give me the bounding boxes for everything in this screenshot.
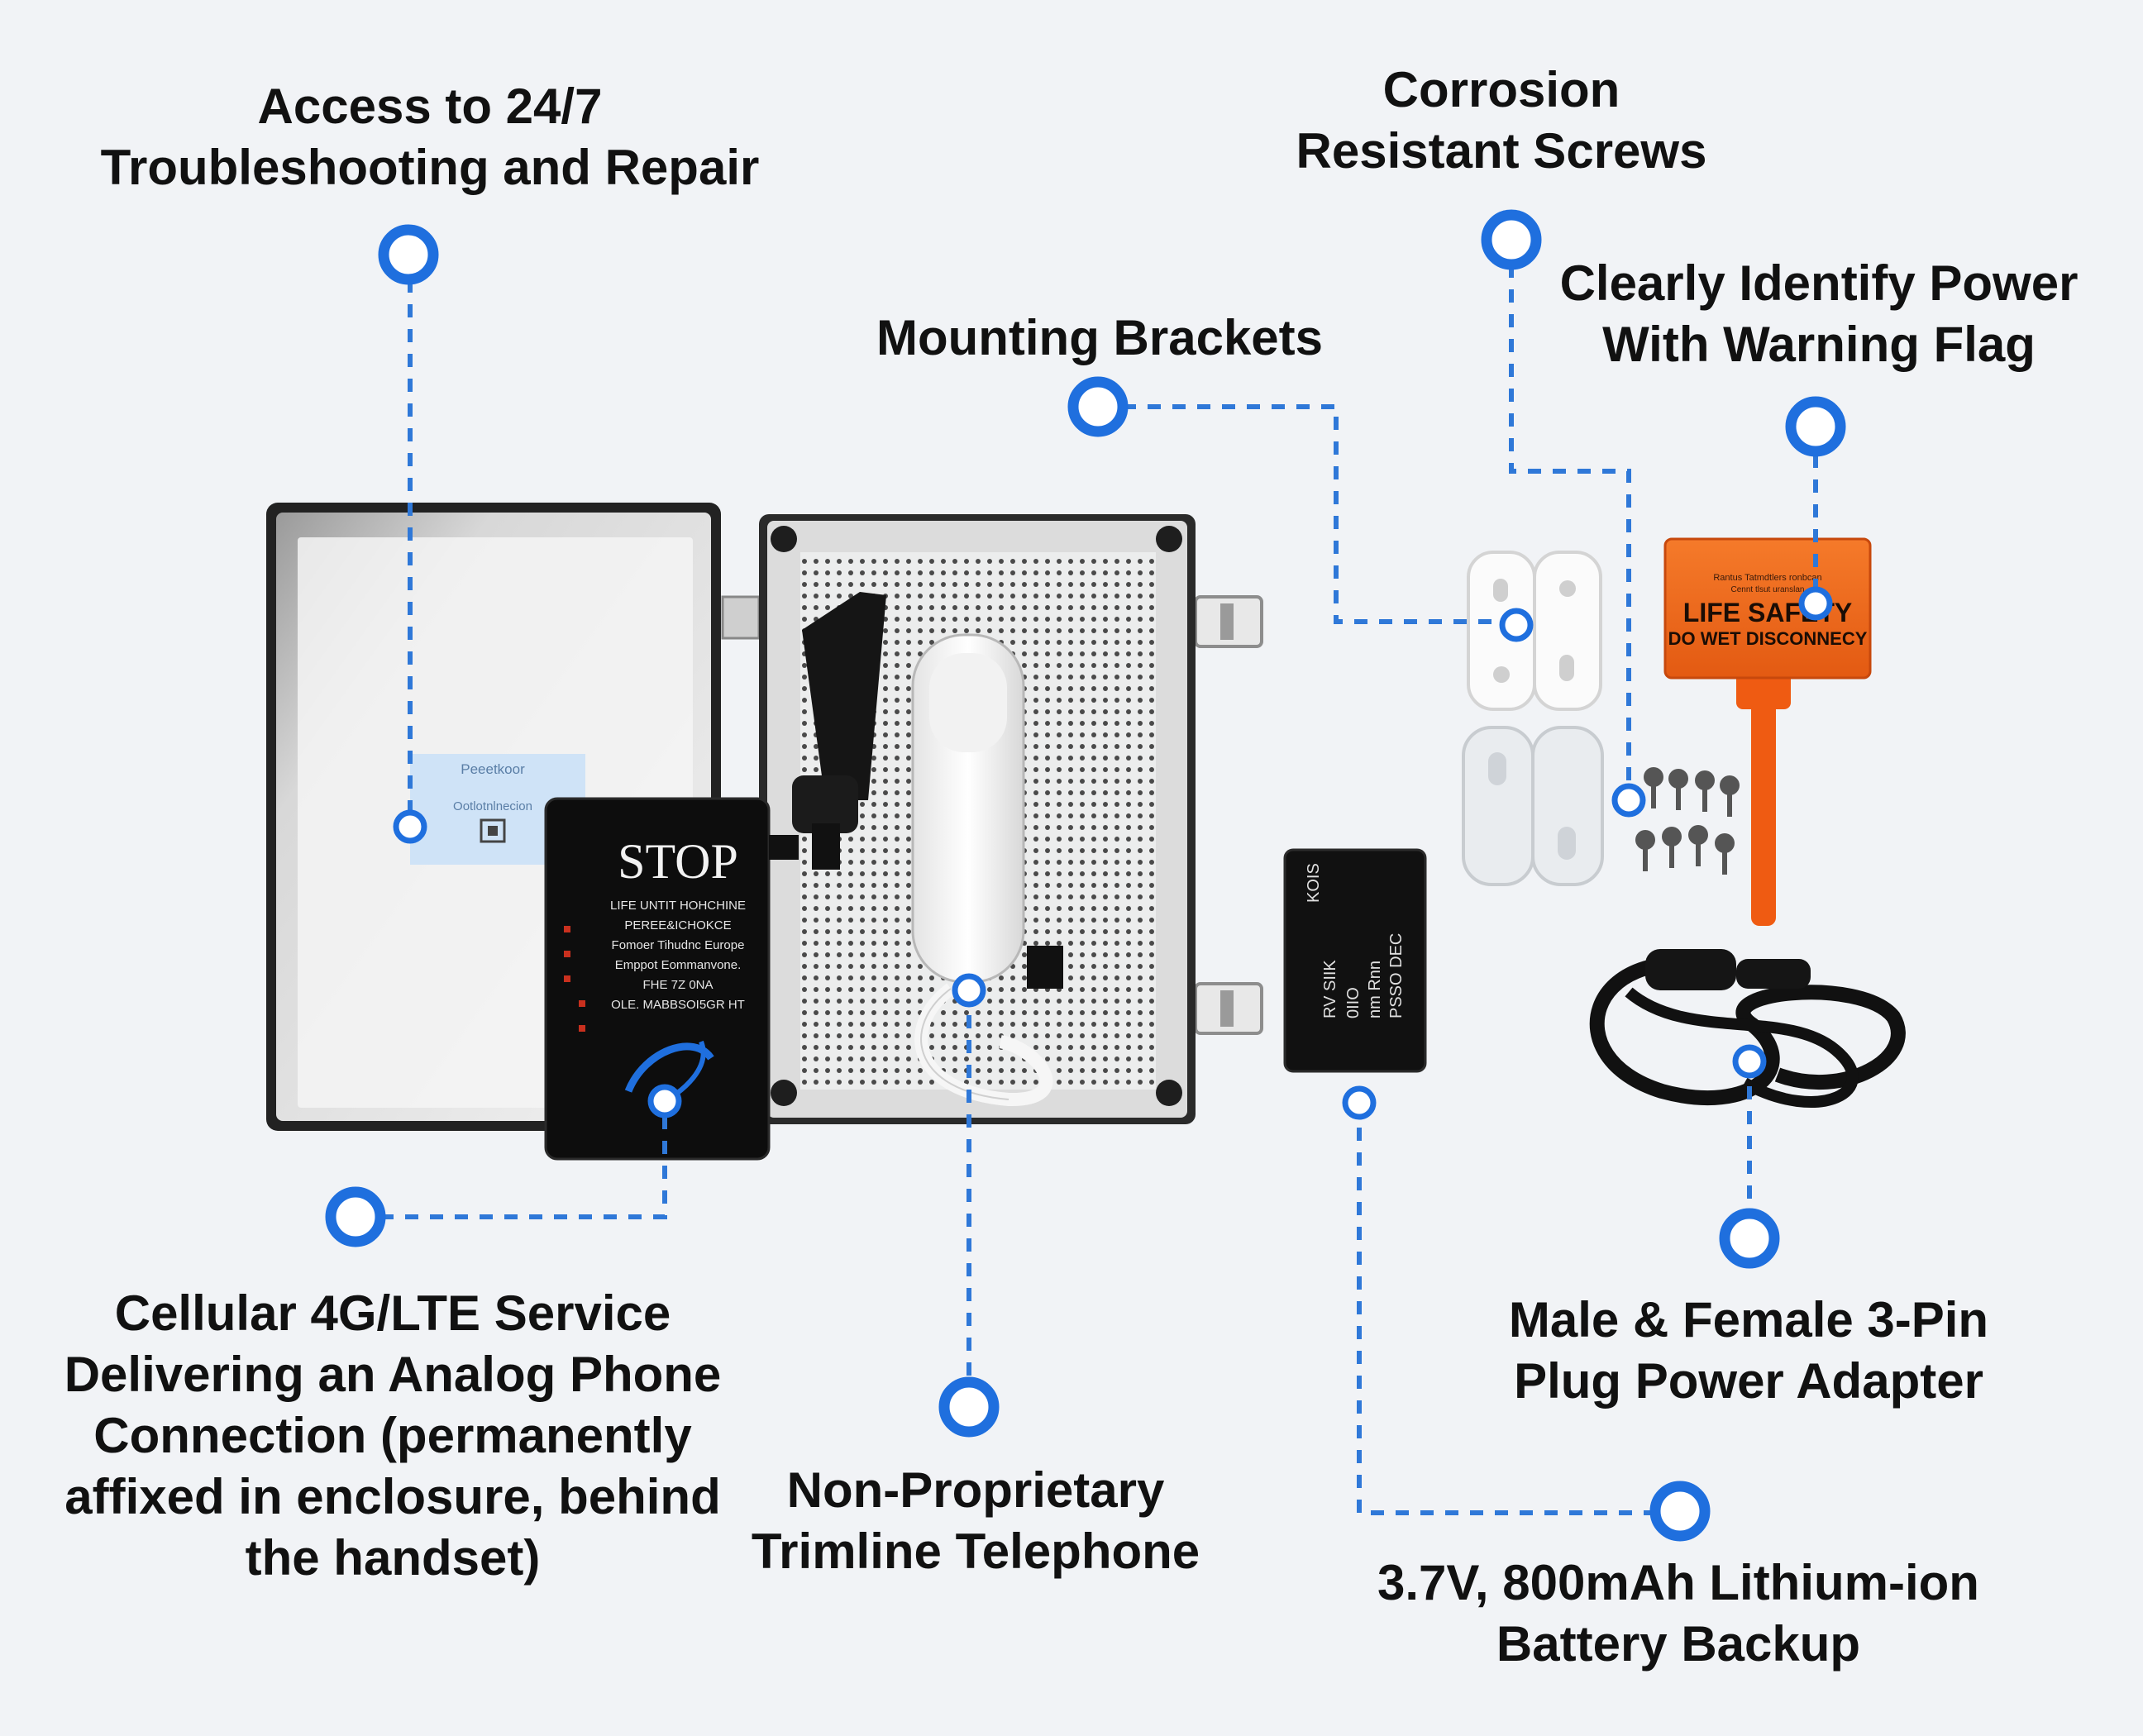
marker-adapter-end bbox=[1732, 1044, 1767, 1079]
marker-troubleshooting-end bbox=[393, 809, 427, 844]
warning-flag: Rantus Tatmdtlers ronbcan Cennt tlsut ur… bbox=[1663, 537, 1872, 926]
label-telephone-line-1: Non-Proprietary bbox=[786, 1462, 1165, 1518]
label-battery: 3.7V, 800mAh Lithium-ion Battery Backup bbox=[1339, 1552, 2017, 1675]
power-adapter bbox=[1589, 949, 1906, 1108]
battery-line-2: RV SIIK bbox=[1321, 960, 1339, 1018]
callout-markers bbox=[325, 209, 1846, 1542]
label-warning-flag: Clearly Identify Power With Warning Flag bbox=[1546, 253, 2092, 375]
label-telephone: Non-Proprietary Trimline Telephone bbox=[728, 1460, 1224, 1582]
stop-line-5: FHE 7Z 0NA bbox=[642, 978, 713, 992]
stop-line-1: LIFE UNTIT HOHCHINE bbox=[610, 899, 746, 913]
cellular-antenna bbox=[792, 592, 886, 870]
tag-small-1: Rantus Tatmdtlers ronbcan bbox=[1713, 573, 1821, 583]
battery-pack: KOIS RV SIIK 0IIO nm Rnn PSSO DEC bbox=[1283, 848, 1427, 1073]
stop-line-4: Emppot Eommanvone. bbox=[615, 958, 742, 972]
marker-screws-end bbox=[1611, 783, 1646, 818]
label-cellular: Cellular 4G/LTE Service Delivering an An… bbox=[33, 1283, 752, 1589]
marker-warning-flag bbox=[1785, 396, 1846, 457]
cellular-unit: STOP LIFE UNTIT HOHCHINE PEREE&ICHOKCE F… bbox=[544, 797, 799, 1161]
marker-screws bbox=[1481, 209, 1542, 270]
stop-title: STOP bbox=[618, 834, 738, 889]
mounting-brackets bbox=[1462, 551, 1604, 886]
stop-line-3: Fomoer Tihudnc Europe bbox=[612, 938, 745, 952]
corrosion-resistant-screws bbox=[1635, 767, 1740, 875]
connector-lines bbox=[356, 240, 1818, 1515]
marker-brackets bbox=[1067, 376, 1129, 437]
label-warning-flag-line-2: With Warning Flag bbox=[1602, 317, 2036, 372]
label-cellular-line-1: Cellular 4G/LTE Service bbox=[114, 1285, 671, 1341]
stop-line-6: OLE. MABBSOI5GR HT bbox=[611, 998, 745, 1012]
marker-warning-flag-end bbox=[1798, 586, 1833, 621]
label-battery-line-2: Battery Backup bbox=[1496, 1616, 1861, 1672]
marker-battery bbox=[1649, 1481, 1711, 1542]
marker-cellular bbox=[325, 1186, 386, 1247]
marker-telephone-end bbox=[952, 973, 986, 1008]
label-adapter: Male & Female 3-Pin Plug Power Adapter bbox=[1480, 1290, 2017, 1412]
label-cellular-line-2: Delivering an Analog Phone bbox=[64, 1347, 722, 1402]
label-screws-line-2: Resistant Screws bbox=[1296, 123, 1707, 179]
sticker-line-2: Ootlotnlnecion bbox=[453, 799, 532, 813]
label-adapter-line-1: Male & Female 3-Pin bbox=[1508, 1292, 1989, 1347]
label-brackets-line-1: Mounting Brackets bbox=[876, 310, 1324, 365]
label-troubleshooting-line-2: Troubleshooting and Repair bbox=[100, 140, 760, 195]
battery-line-4: nm Rnn bbox=[1366, 961, 1384, 1018]
marker-brackets-end bbox=[1499, 608, 1534, 642]
stop-line-2: PEREE&ICHOKCE bbox=[624, 918, 731, 932]
connector-cellular bbox=[356, 1101, 667, 1219]
battery-line-5: PSSO DEC bbox=[1387, 933, 1406, 1018]
label-battery-line-1: 3.7V, 800mAh Lithium-ion bbox=[1377, 1555, 1979, 1610]
trimline-telephone bbox=[911, 633, 1063, 1107]
marker-cellular-end bbox=[647, 1084, 682, 1118]
marker-troubleshooting bbox=[378, 224, 439, 285]
label-warning-flag-line-1: Clearly Identify Power bbox=[1559, 255, 2079, 311]
label-telephone-line-2: Trimline Telephone bbox=[751, 1524, 1200, 1579]
label-screws-line-1: Corrosion bbox=[1382, 62, 1620, 117]
sticker-line-1: Peeetkoor bbox=[461, 761, 525, 777]
marker-telephone bbox=[938, 1376, 1000, 1438]
label-cellular-line-4: affixed in enclosure, behind bbox=[64, 1469, 721, 1524]
marker-adapter bbox=[1719, 1208, 1780, 1269]
label-troubleshooting: Access to 24/7 Troubleshooting and Repai… bbox=[74, 76, 785, 198]
battery-line-1: KOIS bbox=[1305, 863, 1323, 903]
label-adapter-line-2: Plug Power Adapter bbox=[1514, 1353, 1983, 1409]
marker-battery-end bbox=[1342, 1085, 1377, 1120]
connector-battery bbox=[1357, 1103, 1680, 1515]
label-cellular-line-3: Connection (permanently bbox=[93, 1408, 692, 1463]
tag-small-2: Cennt tlsut uranslan bbox=[1731, 585, 1805, 594]
label-cellular-line-5: the handset) bbox=[245, 1530, 541, 1586]
label-screws: Corrosion Resistant Screws bbox=[1253, 60, 1749, 182]
tag-subtitle: DO WET DISCONNECY bbox=[1668, 628, 1868, 649]
label-troubleshooting-line-1: Access to 24/7 bbox=[257, 79, 603, 134]
label-brackets: Mounting Brackets bbox=[843, 308, 1356, 369]
battery-line-3: 0IIO bbox=[1344, 987, 1363, 1018]
